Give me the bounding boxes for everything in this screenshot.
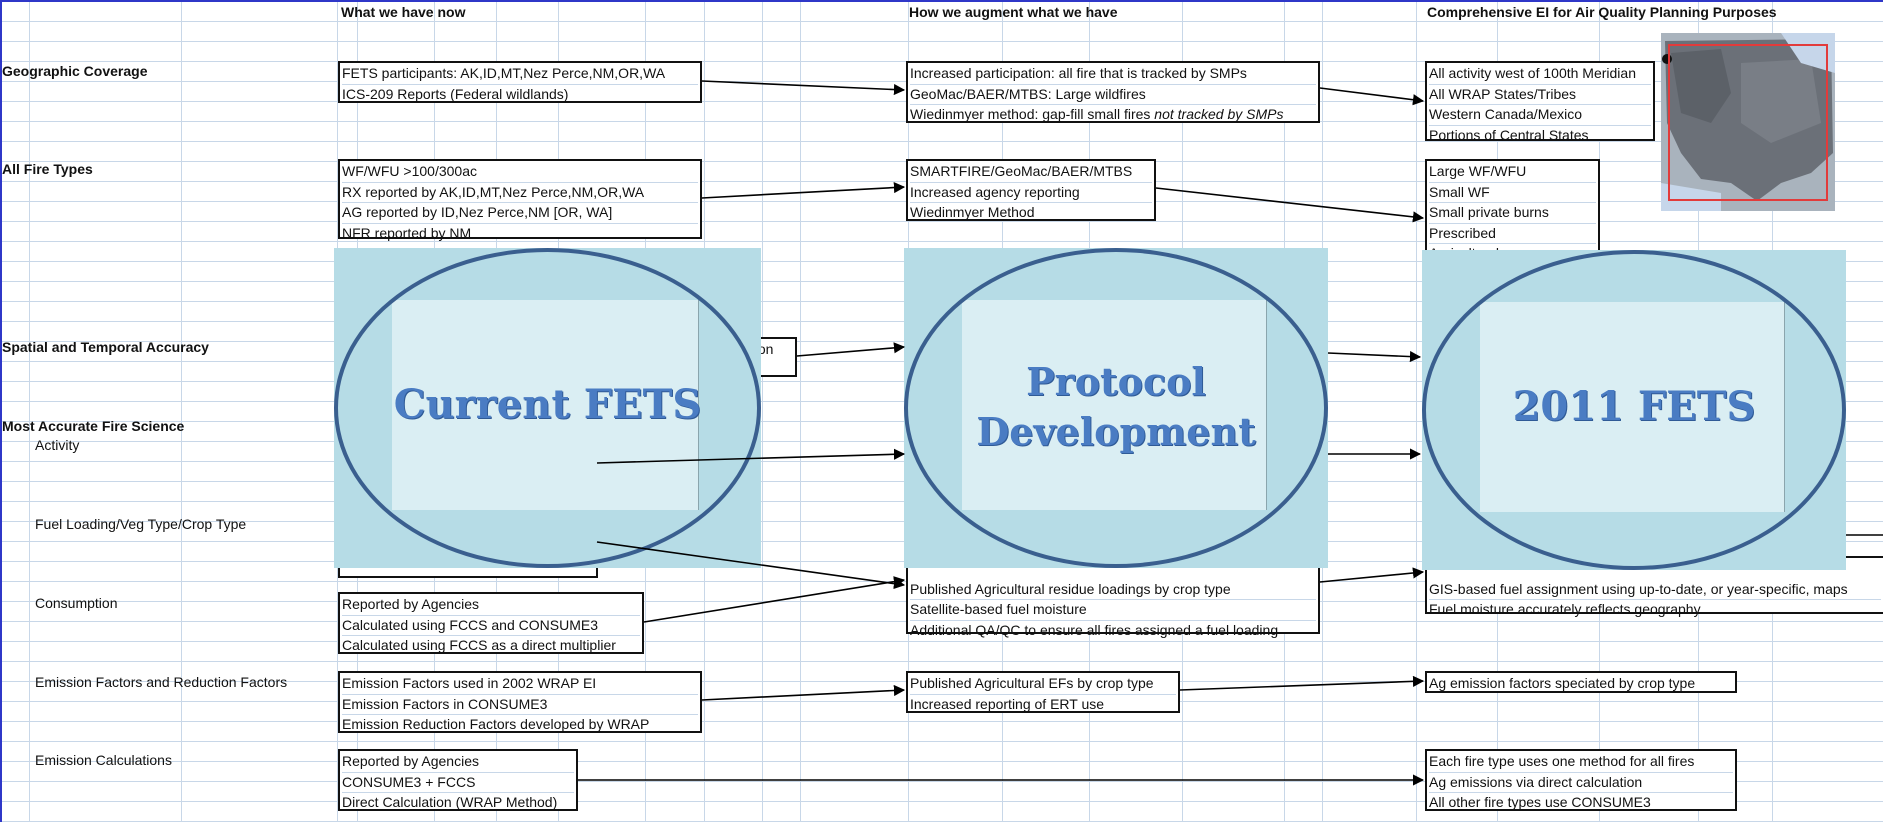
arrow-spatial-2	[1327, 350, 1422, 363]
geo-augment-box: Increased participation: all fire that i…	[906, 61, 1320, 123]
current-fets-panel: Current FETS	[334, 248, 761, 568]
list-item: Each fire type uses one method for all f…	[1429, 752, 1733, 773]
list-item: Western Canada/Mexico	[1429, 105, 1651, 126]
list-item: Increased participation: all fire that i…	[910, 64, 1316, 85]
types-augment-box: SMARTFIRE/GeoMac/BAER/MTBS Increased age…	[906, 159, 1156, 221]
panel-ellipse	[904, 248, 1328, 568]
list-item: Calculated using FCCS and CONSUME3	[342, 616, 640, 637]
calc-now-box: Reported by Agencies CONSUME3 + FCCS Dir…	[338, 749, 578, 811]
list-item: SMARTFIRE/GeoMac/BAER/MTBS	[910, 162, 1152, 183]
list-item: All other fire types use CONSUME3	[1429, 794, 1651, 811]
list-item: Ag emissions via direct calculation	[1429, 773, 1733, 794]
list-item: Wiedinmyer method: gap-fill small fires …	[910, 106, 1284, 123]
list-item: NFR reported by NM	[342, 224, 472, 241]
ef-now-box: Emission Factors used in 2002 WRAP EI Em…	[338, 671, 702, 733]
arrow-consumption	[643, 576, 906, 623]
arrow-ef-1	[701, 684, 906, 701]
ef-ei-box: Ag emission factors speciated by crop ty…	[1425, 671, 1737, 693]
calc-ei-box: Each fire type uses one method for all f…	[1425, 749, 1737, 811]
list-item: Satellite-based fuel moisture	[910, 600, 1316, 621]
us-map-graphic	[1661, 33, 1835, 211]
list-item: Reported by Agencies	[342, 752, 574, 773]
list-item: WF/WFU >100/300ac	[342, 162, 698, 183]
protocol-label-line1: Protocol	[1026, 359, 1206, 404]
list-item: Emission Factors used in 2002 WRAP EI	[342, 674, 698, 695]
list-item: Calculated using FCCS as a direct multip…	[342, 637, 616, 654]
list-item: Large WF/WFU	[1429, 162, 1596, 183]
row-label-fire-science: Most Accurate Fire Science	[2, 418, 185, 434]
future-fets-panel: 2011 FETS	[1422, 250, 1846, 570]
us-map-icon	[1661, 33, 1835, 211]
protocol-label-line2: Development	[976, 409, 1256, 454]
row-label-emission-calculations: Emission Calculations	[35, 752, 172, 768]
list-item: FETS participants: AK,ID,MT,Nez Perce,NM…	[342, 64, 698, 85]
header-how-we-augment: How we augment what we have	[909, 4, 1118, 20]
list-item: Small WF	[1429, 183, 1596, 204]
row-label-emission-factors: Emission Factors and Reduction Factors	[35, 674, 288, 690]
row-label-activity: Activity	[35, 437, 80, 453]
list-item: Prescribed	[1429, 224, 1596, 245]
protocol-development-panel: Protocol Development	[904, 248, 1328, 568]
arrow-types-1	[701, 181, 906, 199]
arrow-fuel-2	[1319, 567, 1425, 583]
list-item: Wiedinmyer Method	[910, 204, 1035, 221]
row-label-geographic-coverage: Geographic Coverage	[2, 63, 148, 79]
list-item: Emission Reduction Factors developed by …	[342, 716, 650, 733]
arrow-ef-2	[1179, 675, 1425, 691]
header-comprehensive-ei: Comprehensive EI for Air Quality Plannin…	[1427, 4, 1777, 20]
list-item: Published Agricultural EFs by crop type	[910, 674, 1176, 695]
panel-ellipse	[1422, 250, 1846, 570]
row-label-fuel-loading: Fuel Loading/Veg Type/Crop Type	[35, 516, 247, 532]
geo-now-box: FETS participants: AK,ID,MT,Nez Perce,NM…	[338, 61, 702, 103]
consumption-now-box: Reported by Agencies Calculated using FC…	[338, 592, 644, 654]
list-item: Direct Calculation (WRAP Method)	[342, 794, 558, 811]
list-item: Reported by Agencies	[342, 595, 640, 616]
arrow-activity-1	[596, 448, 906, 464]
arrow-spatial-1	[796, 342, 906, 357]
fuel-augment-box: . Published Agricultural residue loading…	[906, 556, 1320, 638]
list-item: All activity west of 100th Meridian	[1429, 64, 1651, 85]
list-item: All WRAP States/Tribes	[1429, 85, 1651, 106]
ef-augment-box: Published Agricultural EFs by crop type …	[906, 671, 1180, 713]
arrow-geo-2	[1319, 87, 1425, 106]
future-fets-label: 2011 FETS	[1512, 383, 1756, 430]
list-item: GeoMac/BAER/MTBS: Large wildfires	[910, 85, 1316, 106]
list-item: Additional QA/QC to ensure all fires ass…	[910, 621, 1279, 638]
header-what-we-have-now: What we have now	[341, 4, 466, 20]
panel-ellipse	[334, 248, 761, 568]
list-item: Increased reporting of ERT use	[910, 695, 1105, 712]
list-item: Increased agency reporting	[910, 183, 1152, 204]
arrow-geo-1	[701, 80, 906, 96]
types-now-box: WF/WFU >100/300ac RX reported by AK,ID,M…	[338, 159, 702, 241]
row-label-all-fire-types: All Fire Types	[2, 161, 93, 177]
row-label-spatial-temporal: Spatial and Temporal Accuracy	[2, 339, 209, 355]
geo-ei-box: All activity west of 100th Meridian All …	[1425, 61, 1655, 143]
list-item: Small private burns	[1429, 203, 1596, 224]
row-label-consumption: Consumption	[35, 595, 118, 611]
list-item: Fuel moisture accurately reflects geogra…	[1429, 601, 1701, 618]
list-item: AG reported by ID,Nez Perce,NM [OR, WA]	[342, 203, 698, 224]
list-item: Portions of Central States	[1429, 126, 1589, 143]
list-item: ICS-209 Reports (Federal wildlands)	[342, 85, 569, 102]
list-item: CONSUME3 + FCCS	[342, 773, 574, 794]
arrow-types-2	[1155, 187, 1425, 223]
list-item: Emission Factors in CONSUME3	[342, 695, 698, 716]
list-item: GIS-based fuel assignment using up-to-da…	[1429, 580, 1881, 601]
current-fets-label: Current FETS	[393, 381, 702, 428]
list-item: RX reported by AK,ID,MT,Nez Perce,NM,OR,…	[342, 183, 698, 204]
list-item: Ag emission factors speciated by crop ty…	[1429, 675, 1696, 691]
arrow-fuel-1	[596, 541, 906, 590]
list-item: Published Agricultural residue loadings …	[910, 580, 1316, 601]
